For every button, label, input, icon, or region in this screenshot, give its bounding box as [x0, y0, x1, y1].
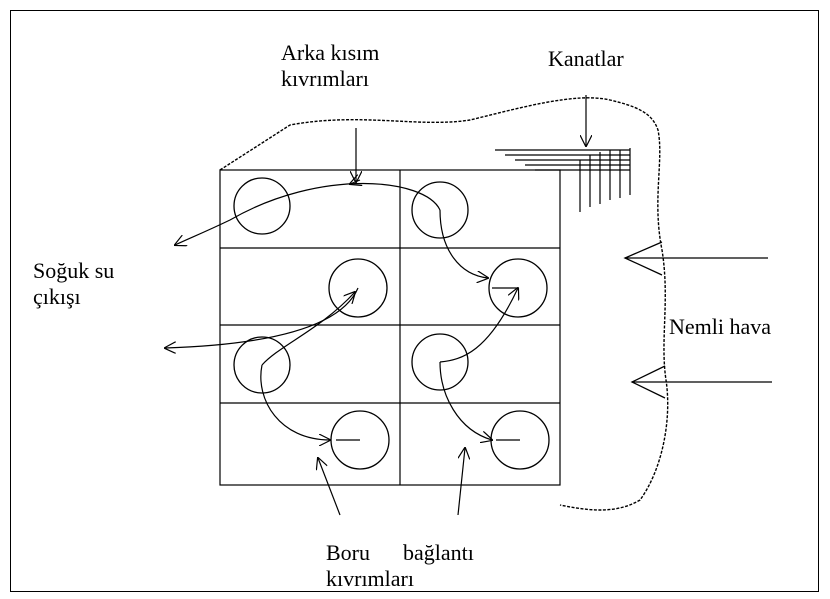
rear-bends-label-line2: kıvrımları — [281, 66, 369, 91]
fins — [495, 148, 631, 212]
pipe-bends-label-line1: Boru bağlantı — [326, 540, 474, 565]
tube-circle — [233, 336, 291, 394]
cold-water-outlet-label: Soğuk su çıkışı — [33, 258, 114, 310]
water-flow-paths — [165, 180, 520, 440]
tubes — [233, 177, 550, 470]
coil-grid — [219, 169, 561, 486]
pipe-bends-pointer-left — [318, 458, 341, 516]
tube-circle — [488, 258, 548, 318]
humid-air-label-text: Nemli hava — [669, 314, 772, 339]
fins-label-text: Kanatlar — [548, 46, 624, 71]
tube-circle — [411, 333, 469, 391]
diagram-frame — [10, 10, 819, 592]
tube-circle — [233, 177, 291, 235]
rear-bends-label-line1: Arka kısım — [281, 40, 380, 65]
tube-circle — [328, 258, 388, 318]
pipe-bends-pointer-right — [457, 448, 465, 516]
pipe-bends-label: Boru bağlantı kıvrımları — [326, 540, 474, 592]
pointer-arrows — [318, 95, 586, 516]
tube-circle — [411, 181, 469, 239]
rear-bends-label: Arka kısım kıvrımları — [281, 40, 379, 92]
pipe-bends-label-line2: kıvrımları — [326, 566, 414, 591]
humid-air-arrows — [623, 241, 772, 399]
cold-water-outlet-label-line1: Soğuk su — [33, 258, 115, 283]
cold-water-outlet-label-line2: çıkışı — [33, 284, 81, 309]
fins-label: Kanatlar — [548, 46, 624, 72]
humid-air-label: Nemli hava — [669, 314, 771, 340]
housing-outline — [219, 97, 669, 511]
